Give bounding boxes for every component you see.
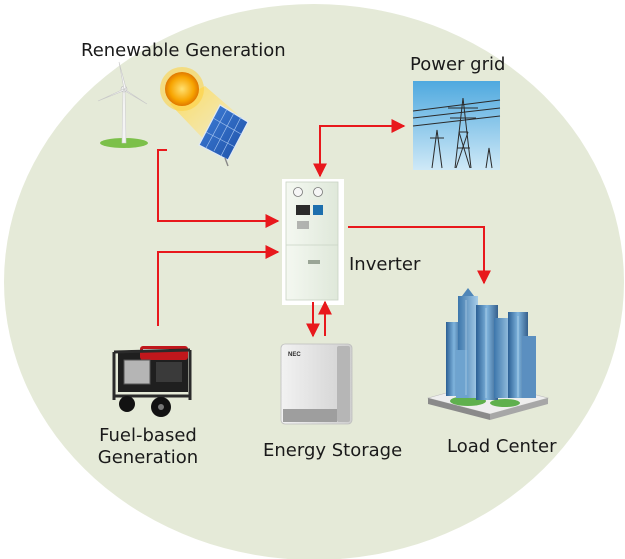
load-center-label: Load Center (447, 436, 557, 457)
city-buildings-icon (426, 288, 550, 420)
transmission-tower-icon (412, 81, 501, 170)
power-grid-label: Power grid (410, 54, 506, 75)
arrow-renewable-to-inverter (157, 149, 280, 228)
arrow-inverter-to-load (348, 226, 491, 285)
solar-panel-icon (198, 104, 249, 167)
fuel-label-line1: Fuel-based (99, 425, 197, 446)
inverter-label: Inverter (349, 254, 421, 275)
arrow-inverter-grid (313, 119, 406, 178)
fuel-label-line2: Generation (97, 447, 199, 468)
inverter-cabinet-icon (282, 179, 344, 305)
battery-storage-icon: NEC (280, 343, 353, 425)
storage-brand-label: NEC (288, 352, 301, 358)
arrow-fuel-to-inverter (157, 245, 280, 326)
fuel-based-generation-label: Fuel-based Generation (88, 425, 208, 469)
flow-arrows (157, 119, 491, 338)
wind-turbine-icon (97, 61, 148, 148)
energy-storage-label: Energy Storage (263, 440, 403, 461)
generator-icon (112, 346, 192, 417)
renewable-generation-label: Renewable Generation (81, 40, 286, 61)
